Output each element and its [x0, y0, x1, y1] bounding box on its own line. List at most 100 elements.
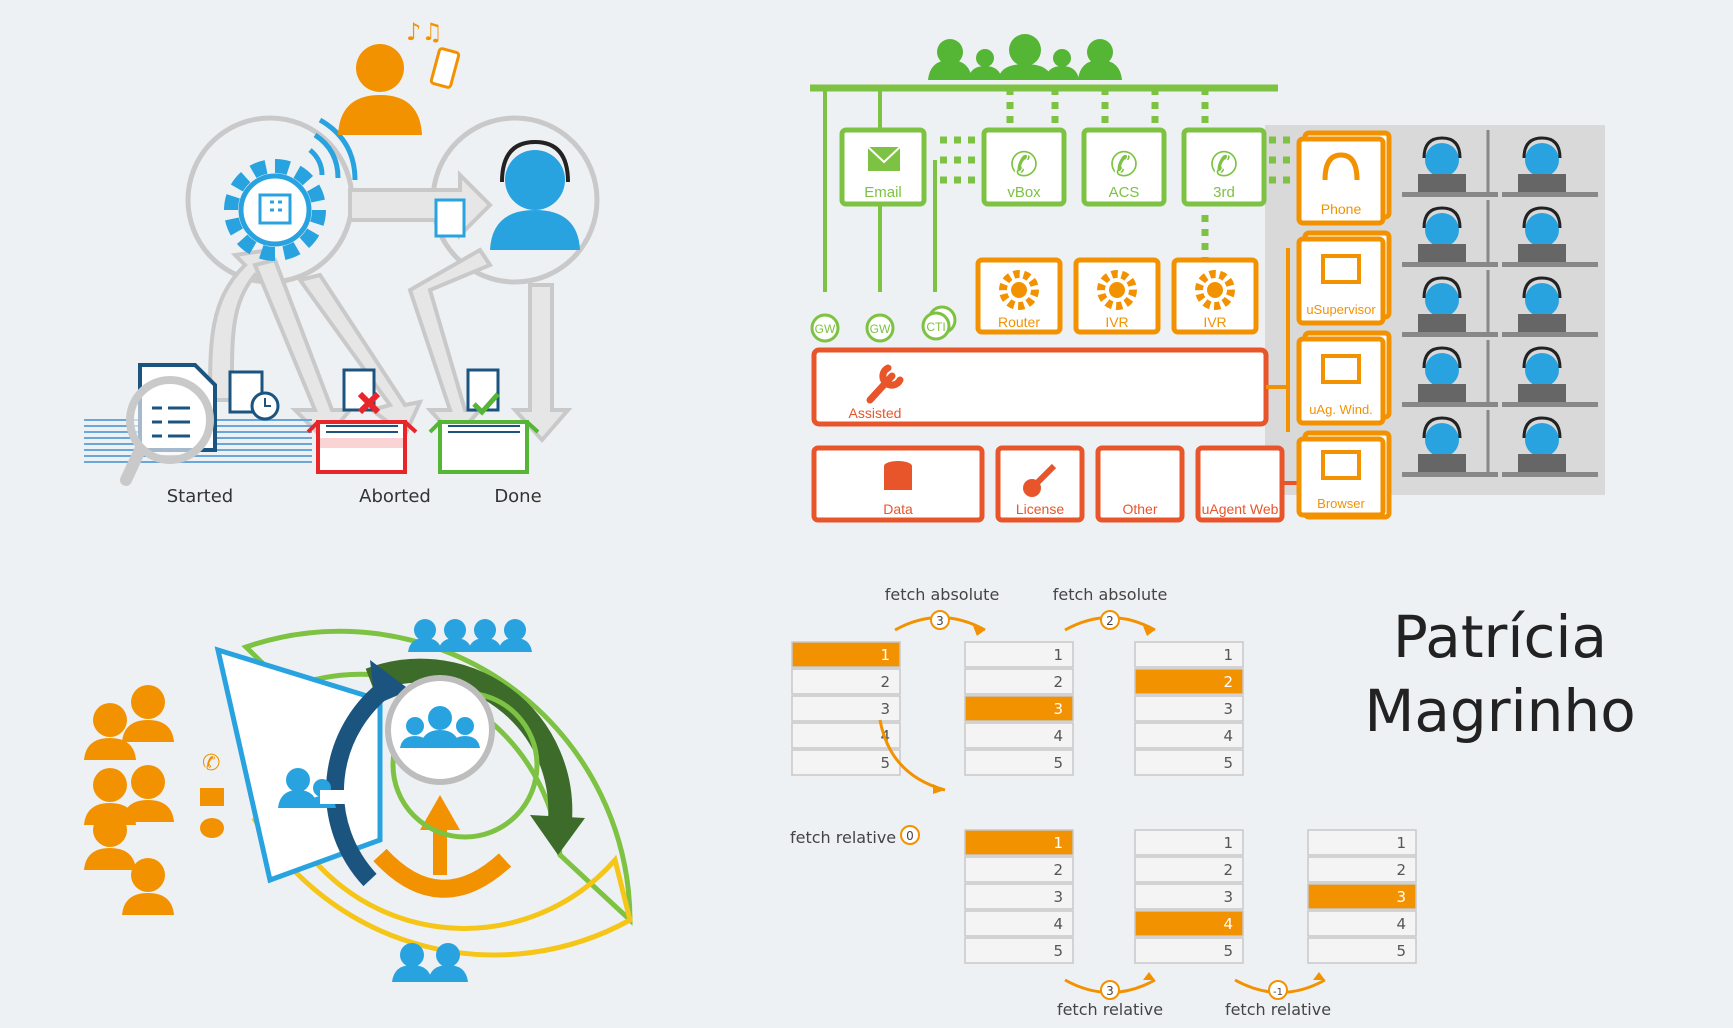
- row-number: 3: [1396, 888, 1406, 906]
- svg-text:-1: -1: [1273, 987, 1283, 998]
- table-row: [1307, 937, 1417, 964]
- highlighted-row: [964, 695, 1074, 722]
- row-number: 3: [1053, 700, 1063, 718]
- svg-text:♪♫: ♪♫: [406, 18, 443, 46]
- row-number: 5: [1053, 942, 1063, 960]
- row-number: 4: [1223, 727, 1233, 745]
- agent-workstation-icon: [1402, 276, 1498, 337]
- svg-text:IVR: IVR: [1203, 314, 1226, 330]
- table-row: [1307, 856, 1417, 883]
- channel-icons: ✆: [200, 751, 224, 838]
- architecture-diagram: Email ✆ vBox ✆ ACS ✆ 3rd GW GW CTI Route…: [810, 34, 1605, 523]
- fetch-absolute-label-2: fetch absolute: [1053, 585, 1168, 604]
- channel-vbox-box: ✆ vBox: [981, 127, 1067, 207]
- gear-icon: [1195, 270, 1235, 310]
- agent-workstation-icon: [1402, 136, 1498, 197]
- phone-handset-icon: ✆: [1210, 145, 1239, 185]
- agent-headset-icon: [434, 139, 580, 250]
- started-documents-icon: [84, 363, 312, 486]
- row-number: 5: [1053, 754, 1063, 772]
- table-row: [964, 883, 1074, 910]
- gear-icon: [999, 270, 1039, 310]
- svg-text:Email: Email: [864, 184, 902, 201]
- row-number: 1: [1396, 834, 1406, 852]
- svg-text:ACS: ACS: [1109, 184, 1140, 201]
- phone-icon: ✆: [202, 751, 220, 776]
- badge-abs-2: 2: [1100, 610, 1120, 630]
- gear-icon: [1097, 270, 1137, 310]
- highlighted-row: [1134, 668, 1244, 695]
- wrench-icon: [866, 364, 904, 404]
- service-ivr1-box: IVR: [1073, 257, 1161, 335]
- agent-workstation-icon: [1502, 416, 1598, 477]
- svg-text:3: 3: [1106, 984, 1114, 998]
- monitor-chart-icon: [1321, 254, 1361, 284]
- caller-person-icon: ♪♫: [338, 18, 461, 135]
- highlighted-row: [791, 641, 901, 668]
- row-number: 3: [1223, 700, 1233, 718]
- workflow-diagram: ♪♫: [84, 18, 600, 507]
- svg-text:uAg. Wind.: uAg. Wind.: [1309, 402, 1373, 417]
- channel-acs-box: ✆ ACS: [1081, 127, 1167, 207]
- author-first-name: Patrícia: [1392, 603, 1608, 671]
- agent-workstation-icon: [1402, 346, 1498, 407]
- badge-rel-1: 3: [1100, 980, 1120, 1000]
- svg-text:Browser: Browser: [1317, 496, 1365, 511]
- row-number: 1: [1053, 646, 1063, 664]
- author-last-name: Magrinho: [1364, 677, 1636, 745]
- table-row: [791, 749, 901, 776]
- table-row: [1307, 829, 1417, 856]
- highlighted-row: [964, 829, 1074, 856]
- connector-gw2: GW: [865, 313, 895, 343]
- label-done: Done: [494, 486, 541, 507]
- svg-text:uAgent Web: uAgent Web: [1202, 501, 1279, 517]
- row-number: 1: [1053, 834, 1063, 852]
- highlighted-row: [1307, 883, 1417, 910]
- customers-group-icon: [84, 685, 174, 915]
- agent-workstation-icon: [1502, 346, 1598, 407]
- bottom-agents-icon: [392, 943, 468, 982]
- svg-text:Data: Data: [883, 501, 913, 517]
- table-row: [791, 695, 901, 722]
- client-phone-box: Phone: [1296, 130, 1392, 226]
- row-number: 4: [1053, 727, 1063, 745]
- contact-cycle-diagram: ✆: [84, 619, 633, 982]
- svg-text:3: 3: [936, 614, 944, 628]
- agent-workstation-icon: [1402, 206, 1498, 267]
- table-row: [791, 668, 901, 695]
- table-row: [1134, 829, 1244, 856]
- table-row: [1134, 856, 1244, 883]
- row-number: 5: [1223, 754, 1233, 772]
- svg-text:3rd: 3rd: [1213, 184, 1235, 201]
- top-agents-icon: [408, 619, 532, 652]
- storage-license-box: License: [995, 445, 1085, 523]
- row-number: 1: [1223, 646, 1233, 664]
- phone-handset-icon: ✆: [1010, 145, 1039, 185]
- channel-3rd-box: ✆ 3rd: [1181, 127, 1267, 207]
- table-row: [1134, 722, 1244, 749]
- mail-icon: [200, 788, 224, 806]
- table-row: [1307, 910, 1417, 937]
- users-group-icon: [928, 34, 1122, 80]
- row-number: 4: [1223, 915, 1233, 933]
- key-icon: [1023, 479, 1041, 497]
- table-row: [964, 722, 1074, 749]
- client-uag-wind-box: uAg. Wind.: [1296, 330, 1392, 426]
- svg-text:Phone: Phone: [1321, 201, 1362, 217]
- table-row: [1134, 641, 1244, 668]
- row-number: 1: [1223, 834, 1233, 852]
- fetch-relative-label-2: fetch relative: [1225, 1000, 1331, 1019]
- row-number: 2: [880, 673, 890, 691]
- highlighted-row: [1134, 910, 1244, 937]
- storage-other-box: Other: [1095, 445, 1185, 523]
- row-number: 5: [1223, 942, 1233, 960]
- table-row: [1134, 937, 1244, 964]
- svg-text:2: 2: [1106, 614, 1114, 628]
- row-number: 3: [1223, 888, 1233, 906]
